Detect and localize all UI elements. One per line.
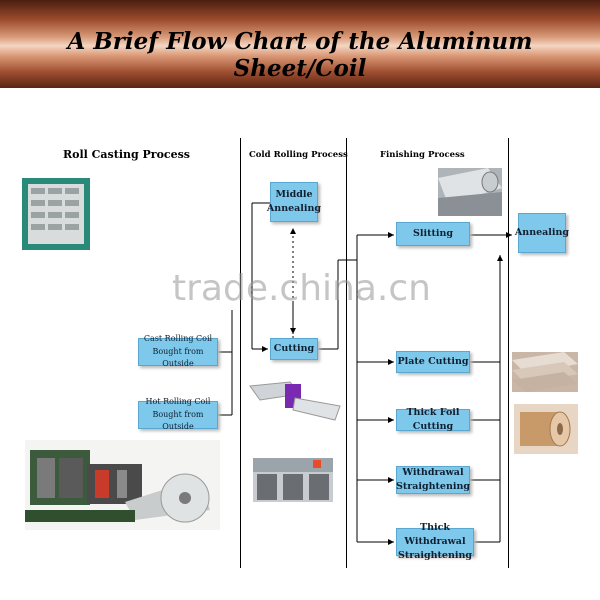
middle-annealing-line2: Annealing bbox=[266, 203, 322, 214]
slitting-label: Slitting bbox=[412, 227, 453, 239]
thick-withdrawal-straightening-step: Thick Withdrawal Straightening bbox=[396, 522, 474, 561]
cast-rolling-coil-source: Bought from Outside bbox=[152, 346, 204, 369]
hot-rolling-coil-label: Hot Rolling Coil bbox=[145, 396, 211, 406]
plate-cutting-step: Plate Cutting bbox=[396, 351, 470, 373]
plate-cutting-label: Plate Cutting bbox=[397, 355, 469, 367]
column-divider bbox=[508, 138, 509, 568]
thick-withdrawal-line2: Straightening bbox=[397, 550, 473, 562]
middle-annealing-line1: Middle bbox=[275, 188, 313, 200]
annealing-furnace-photo bbox=[253, 458, 333, 502]
ingot-stack-photo bbox=[22, 178, 90, 250]
thick-withdrawal-line1: Thick Withdrawal bbox=[404, 521, 466, 547]
slitting-step: Slitting bbox=[396, 222, 470, 246]
cutting-step: Cutting bbox=[270, 338, 318, 360]
watermark: trade.china.cn bbox=[172, 268, 431, 309]
withdrawal-line1: Withdrawal bbox=[402, 466, 464, 478]
withdrawal-line2: Straightening bbox=[395, 481, 471, 492]
section-heading-finishing: Finishing Process bbox=[380, 150, 465, 160]
title-banner: A Brief Flow Chart of the Aluminum Sheet… bbox=[0, 0, 600, 88]
withdrawal-straightening-step: Withdrawal Straightening bbox=[396, 466, 470, 494]
thick-foil-cutting-label: Thick Foil Cutting bbox=[406, 406, 460, 432]
middle-annealing-step: Middle Annealing bbox=[266, 182, 322, 222]
column-divider bbox=[346, 138, 347, 568]
cast-rolling-coil-input: Cast Rolling Coil Bought from Outside bbox=[138, 334, 218, 368]
thick-foil-cutting-step: Thick Foil Cutting bbox=[396, 407, 470, 432]
section-heading-cold-rolling: Cold Rolling Process bbox=[249, 150, 348, 160]
cast-rolling-coil-label: Cast Rolling Coil bbox=[143, 333, 213, 343]
column-divider bbox=[240, 138, 241, 568]
annealing-label: Annealing bbox=[514, 226, 570, 238]
rolling-diagram-photo bbox=[245, 376, 345, 428]
cutting-label: Cutting bbox=[273, 342, 315, 354]
foil-roll-photo bbox=[514, 404, 578, 454]
annealing-step: Annealing bbox=[514, 213, 570, 253]
hot-rolling-coil-source: Bought from Outside bbox=[152, 409, 204, 432]
section-heading-roll-casting: Roll Casting Process bbox=[63, 148, 191, 161]
hot-rolling-coil-input: Hot Rolling Coil Bought from Outside bbox=[138, 397, 218, 431]
page-title: A Brief Flow Chart of the Aluminum Sheet… bbox=[67, 28, 533, 82]
casting-machine-photo bbox=[25, 440, 220, 530]
slitting-coil-photo bbox=[438, 168, 502, 216]
aluminum-plates-photo bbox=[512, 352, 578, 392]
